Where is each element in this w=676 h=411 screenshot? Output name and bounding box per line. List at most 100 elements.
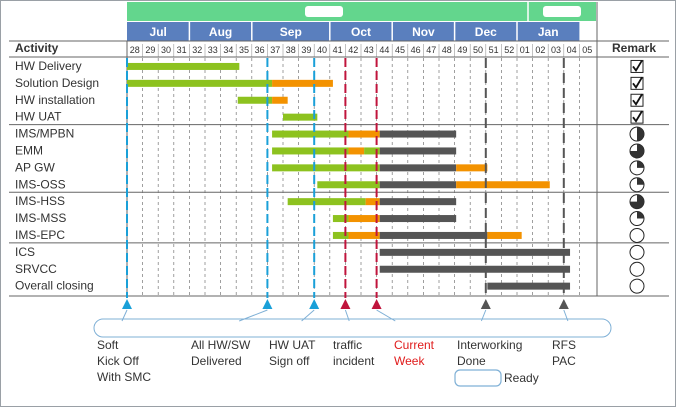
month-label-dec: Dec [475, 25, 497, 39]
remark-circle [629, 244, 645, 260]
activity-bar [379, 147, 457, 155]
milestone-label: Current [394, 338, 435, 352]
activity-name: ICS [15, 245, 35, 259]
activity-bar [379, 164, 457, 172]
milestone-label: Delivered [191, 354, 242, 368]
activity-bar [317, 181, 380, 189]
week-label: 35 [239, 45, 249, 55]
week-label: 03 [551, 45, 561, 55]
month-label-aug: Aug [209, 25, 232, 39]
week-label: 31 [177, 45, 187, 55]
week-label: 42 [348, 45, 358, 55]
activity-bar [348, 215, 380, 223]
milestone-lines [122, 58, 569, 309]
milestone-label: RFS [552, 338, 576, 352]
check-icon [632, 93, 643, 106]
week-label: 44 [379, 45, 389, 55]
callout-pointer [480, 309, 487, 322]
progress-pie-icon [637, 127, 644, 142]
activity-name: HW Delivery [15, 59, 82, 73]
milestone-label: All HW/SW [191, 338, 251, 352]
activity-bar [272, 130, 349, 138]
week-label: 33 [208, 45, 218, 55]
activity-bar [348, 231, 380, 239]
progress-pie-icon [637, 177, 644, 185]
activity-bar [272, 79, 333, 87]
activity-name: SRVCC [15, 262, 57, 276]
callout-pointer [121, 309, 128, 322]
activity-bar [127, 79, 273, 87]
milestone-marker-icon [371, 299, 382, 309]
callout-pointer [344, 309, 350, 322]
callout-pointer [301, 309, 315, 322]
remark-circle [629, 278, 645, 294]
activity-name: Overall closing [15, 279, 94, 293]
activity-bar [487, 282, 571, 290]
month-header-bg [127, 22, 580, 41]
activity-bar [283, 113, 318, 121]
milestone-label: Week [394, 354, 425, 368]
activity-bar [287, 198, 366, 206]
ready-legend-box [454, 369, 502, 387]
week-label: 01 [520, 45, 530, 55]
activity-bar [379, 231, 488, 239]
callout-pointer [563, 309, 569, 322]
activity-name: EMM [15, 144, 43, 158]
activity-bar [348, 147, 365, 155]
week-label: 45 [395, 45, 405, 55]
activity-bar [365, 198, 380, 206]
milestone-marker-icon [122, 299, 132, 309]
activity-bar [272, 96, 288, 104]
activity-name: Solution Design [15, 76, 99, 90]
milestone-label: traffic [333, 338, 362, 352]
progress-pie-icon [630, 194, 644, 209]
activity-name: IMS-OSS [15, 177, 66, 191]
milestone-marker-icon [340, 299, 351, 309]
week-label: 49 [457, 45, 467, 55]
month-label-nov: Nov [412, 25, 435, 39]
milestone-label: HW UAT [269, 338, 316, 352]
activity-bar [487, 231, 522, 239]
activity-bar [379, 215, 457, 223]
week-label: 47 [426, 45, 436, 55]
activity-bar [332, 231, 349, 239]
activity-bar [456, 164, 488, 172]
milestone-label: With SMC [97, 370, 151, 384]
week-label: 36 [255, 45, 265, 55]
activity-bars [127, 62, 571, 290]
milestone-marker-icon [309, 299, 320, 309]
week-label: 52 [504, 45, 514, 55]
activity-bar [379, 181, 457, 189]
activity-name: HW UAT [15, 110, 62, 124]
callout-pointer [239, 309, 268, 322]
milestone-label: Sign off [269, 354, 310, 368]
check-icon [632, 110, 643, 123]
activity-bar [272, 164, 380, 172]
activity-name: IMS-MSS [15, 211, 66, 225]
month-label-oct: Oct [351, 25, 371, 39]
activity-bar [364, 147, 380, 155]
progress-pie-icon [637, 211, 644, 219]
week-label: 28 [130, 45, 140, 55]
activity-bar [379, 265, 571, 273]
week-label: 39 [301, 45, 311, 55]
milestone-marker-icon [558, 299, 569, 309]
activity-bar [237, 96, 273, 104]
activity-name: IMS-HSS [15, 194, 65, 208]
activity-bar [332, 215, 349, 223]
week-label: 43 [364, 45, 374, 55]
milestone-callout-bubble [93, 318, 612, 338]
week-label: 41 [333, 45, 343, 55]
activity-bar [127, 62, 240, 70]
week-label: 51 [489, 45, 499, 55]
milestone-label: Soft [97, 338, 119, 352]
top-band [127, 2, 596, 21]
week-label: 50 [473, 45, 483, 55]
week-label: 48 [442, 45, 452, 55]
milestone-label: Interworking [457, 338, 522, 352]
ready-legend-label: Ready [504, 371, 539, 385]
milestone-marker-icon [262, 299, 273, 309]
